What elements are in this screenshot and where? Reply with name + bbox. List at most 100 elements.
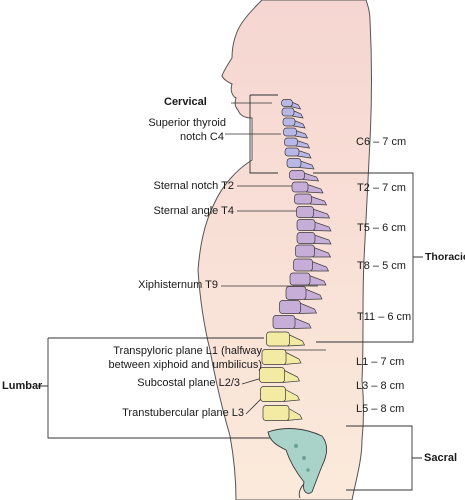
sacral-foramen [306,468,310,472]
t5-length: T5 – 6 cm [357,222,406,234]
superior-thyroid-label-2: notch C4 [179,131,224,143]
vertebral-body [266,331,290,347]
vertebral-body [291,181,309,193]
thoracic-vertebra [279,300,318,314]
vertebral-body [296,219,316,231]
vertebral-body [259,367,285,383]
spinous-process [310,260,330,272]
vertebral-body [286,158,302,168]
thoracic-vertebra [285,286,323,300]
spinous-process [303,288,323,300]
vertebral-body [281,107,295,117]
lumbar-label: Lumbar [2,380,43,392]
lumbar-vertebra [259,367,301,383]
lumbar-vertebra [262,405,303,421]
l3-length: L3 – 8 cm [356,380,405,392]
spinous-process [283,351,302,365]
superior-thyroid-label-1: Superior thyroid [148,117,226,129]
spinous-process [286,407,303,421]
vertebral-body [296,232,316,244]
spinous-process [298,302,318,314]
spinous-process [283,388,301,402]
body-silhouette [197,0,372,500]
cervical-vertebra [281,107,304,119]
cervical-vertebra [283,127,309,139]
cervical-label: Cervical [164,96,207,108]
spinous-process [312,234,332,245]
lumbar-vertebra [260,386,301,402]
sacral-label: Sacral [424,452,458,464]
sacral-foramen [293,443,299,449]
cervical-vertebra [282,117,306,129]
sternal-angle-label: Sternal angle T4 [153,205,234,217]
cervical-vertebra [284,137,311,149]
spinous-process [294,129,309,139]
vertebral-body [261,349,287,365]
subcostal-label: Subcostal plane L2/3 [137,377,240,389]
spinous-process [311,208,331,219]
l5-length: L5 – 8 cm [356,403,405,415]
vertebral-body [285,286,307,300]
spinous-process [296,149,312,159]
thoracic-vertebra [272,315,312,329]
l1-length: L1 – 7 cm [356,356,405,368]
thoracic-bracket [313,172,423,343]
sternal-notch-label: Sternal notch T2 [153,180,234,192]
spinous-process [307,274,327,286]
lumbar-vertebra [261,349,302,365]
vertebral-body [289,272,311,286]
vertebral-body [281,99,293,107]
region-brackets [38,94,423,491]
sacrum [267,428,328,494]
spinous-process [290,101,302,110]
thoracic-vertebra [294,193,328,206]
thoracic-vertebra [291,181,324,194]
transpyloric-label-1: Transpyloric plane L1 (halfway [113,345,262,357]
vertebral-body [282,117,296,127]
thoracic-vertebra [296,206,331,219]
vertebral-body [284,137,298,147]
vertebral-body [279,300,301,314]
thoracic-vertebra [293,258,330,272]
vertebral-body [283,127,297,137]
spinous-process [302,172,320,182]
spinous-process [292,119,306,129]
transpyloric-label-2: between xiphoid and umbilicus) [108,359,262,371]
sacral-foramen [302,456,306,460]
spinous-process [292,317,312,329]
vertebral-body [272,315,296,329]
vertebral-body [296,206,314,218]
thoracic-vertebra [295,244,332,258]
spinous-process [291,109,304,119]
thoracic-vertebra [289,170,320,182]
vertebral-body [293,258,313,272]
spinous-process [309,195,328,206]
transtubercular-label: Transtubercular plane L3 [122,407,244,419]
spinous-process [295,139,311,149]
spinous-process [305,183,324,194]
t11-length: T11 – 6 cm [357,311,412,323]
vertebral-body [294,193,312,205]
thoracic-label: Thoracic [425,251,465,263]
lumbar-vertebra [266,331,306,347]
vertebral-body [295,244,315,258]
lumbar-box [38,337,286,439]
spinous-process [312,221,332,232]
spinous-process [298,160,315,170]
vertebral-body [284,147,300,157]
coccyx [298,483,305,499]
c6-length: C6 – 7 cm [356,136,407,148]
cervical-vertebra [284,147,312,159]
cervical-vertebra [286,158,315,170]
vertebral-body [262,405,290,421]
t8-length: T8 – 5 cm [357,260,406,272]
cervical-vertebra [281,99,302,110]
t2-length: T2 – 7 cm [357,182,406,194]
xiphisternum-label: Xiphisternum T9 [138,279,218,291]
vertebral-column [259,99,332,421]
spinous-process [312,246,332,258]
spinous-process [287,333,306,347]
spinous-process [282,369,301,383]
